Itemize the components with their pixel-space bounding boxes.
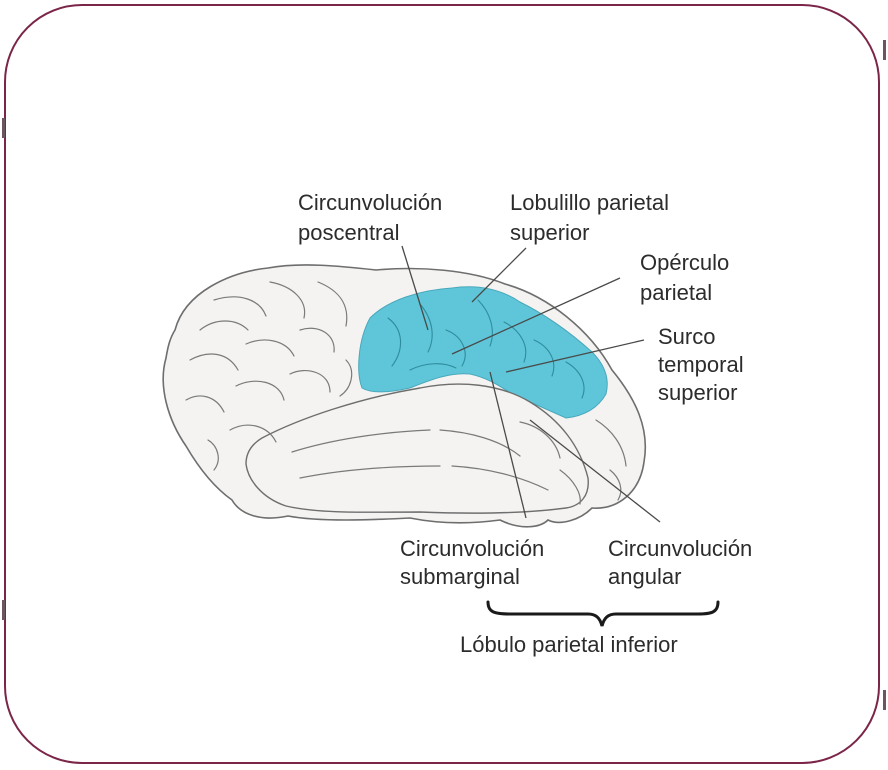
label-submarginal-2: submarginal: [400, 564, 520, 589]
label-sulcus-1: Surco: [658, 324, 715, 349]
brain-gyri: [185, 281, 627, 505]
temporal-lobe: [245, 383, 589, 514]
leader-operculum: [451, 277, 621, 355]
inferior-lobule-brace: [486, 600, 720, 627]
label-inferior-lobule: Lóbulo parietal inferior: [460, 632, 678, 657]
parietal-highlight: [358, 286, 608, 419]
leader-submarginal: [489, 371, 527, 519]
label-submarginal-1: Circunvolución: [400, 536, 544, 561]
frame-tick-right-bottom: [883, 690, 886, 710]
leader-postcentral: [401, 245, 429, 331]
frame-tick-left-bottom: [2, 600, 5, 620]
label-angular-2: angular: [608, 564, 681, 589]
frame-tick-left: [2, 118, 5, 138]
leader-sulcus: [505, 339, 645, 373]
label-superior-lobule-2: superior: [510, 220, 589, 245]
leader-superior-lobule: [471, 247, 527, 303]
label-operculum-1: Opérculo: [640, 250, 729, 275]
label-sulcus-3: superior: [658, 380, 737, 405]
label-postcentral-2: poscentral: [298, 220, 400, 245]
frame-tick-right-top: [883, 40, 886, 60]
label-superior-lobule-1: Lobulillo parietal: [510, 190, 669, 215]
label-postcentral-1: Circunvolución: [298, 190, 442, 215]
label-sulcus-2: temporal: [658, 352, 744, 377]
label-angular-1: Circunvolución: [608, 536, 752, 561]
label-operculum-2: parietal: [640, 280, 712, 305]
leader-lines: [401, 245, 661, 523]
leader-angular: [529, 419, 661, 523]
highlight-sulci: [387, 299, 585, 399]
